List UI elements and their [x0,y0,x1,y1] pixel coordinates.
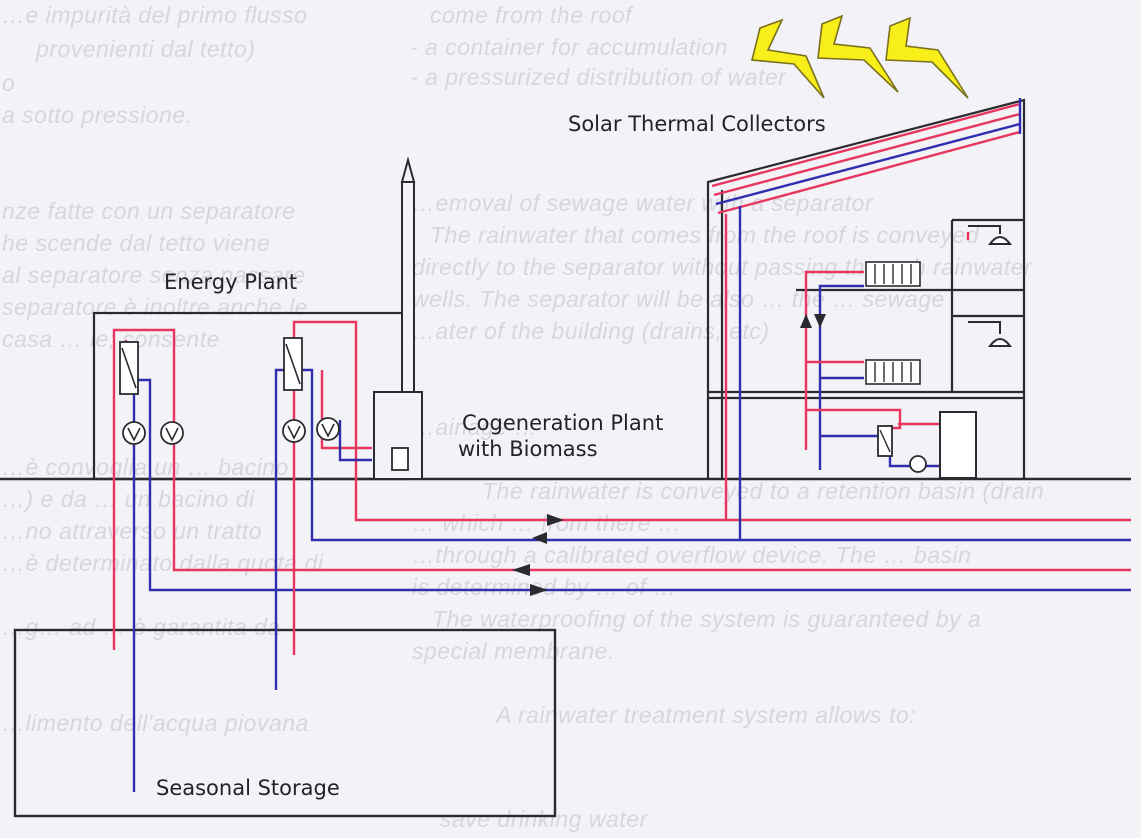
bleed-line: The rainwater that comes from the roof i… [430,222,980,248]
bleed-line: separatore è inoltre anche le [2,294,309,320]
bleed-line: directly to the separator without passin… [412,254,1033,280]
bleed-line: o [2,70,16,96]
pump-icon [909,455,927,473]
bleed-line: save drinking water [440,806,648,832]
seasonal-storage-tank [13,628,557,818]
bleed-line: The waterproofing of the system is guara… [432,606,982,632]
bleed-line: …e impurità del primo flusso [2,2,308,28]
heat-exchanger-icon [283,337,303,391]
bleed-line: a sotto pressione. [2,102,193,128]
pump-icon [316,417,340,441]
solar-collectors-label: Solar Thermal Collectors [568,112,826,136]
bleed-line: …no attraverso un tratto [2,518,263,544]
bleed-line: …through a calibrated overflow device. T… [412,542,972,568]
bleed-line: A rainwater treatment system allows to: [496,702,917,728]
pump-icon [160,421,184,445]
seasonal-storage-label: Seasonal Storage [156,776,340,800]
shower-icon [968,225,1012,245]
cogeneration-label-line2: with Biomass [458,437,598,461]
heat-exchanger-icon [119,341,139,395]
bleed-line: - a container for accumulation [410,34,728,60]
shower-icon [968,321,1012,347]
bleed-line: …ainage … [412,414,538,440]
bleed-line: - a pressurized distribution of water [410,64,787,90]
flow-arrow-icon [512,514,564,596]
pump-icon [122,421,146,445]
bleed-line: …è convoglia un … bacino [2,454,289,480]
lightning-icon [750,14,969,99]
bleed-line: he scende dal tetto viene [2,230,271,256]
bleed-line: The rainwater is conveyed to a retention… [482,478,1045,504]
energy-plant-building [92,311,410,481]
bleed-line: al separatore senza passare [2,262,306,288]
radiator-icon [865,261,921,287]
chimney [401,181,415,393]
flow-arrow-icon [800,314,826,328]
radiator-icon [865,359,921,385]
energy-plant-label: Energy Plant [164,270,298,294]
bleed-line: come from the roof [430,2,633,28]
bleed-line: is determined by … of … [412,574,677,600]
bleed-line: nze fatte con un separatore [2,198,296,224]
bleed-line: …ater of the building (drains, etc) [412,318,770,344]
house [706,98,1026,479]
hot-water-tank [939,411,977,479]
pump-icon [282,419,306,443]
solar-collectors [711,98,1022,215]
cogeneration-label-line1: Cogeneration Plant [462,411,664,435]
bleed-line: provenienti dal tetto) [36,36,256,62]
bleed-line: …) e da … un bacino di [2,486,255,512]
bleed-line: …limento dell'acqua piovana [2,710,309,736]
bleed-line: … which … from there … [412,510,682,536]
